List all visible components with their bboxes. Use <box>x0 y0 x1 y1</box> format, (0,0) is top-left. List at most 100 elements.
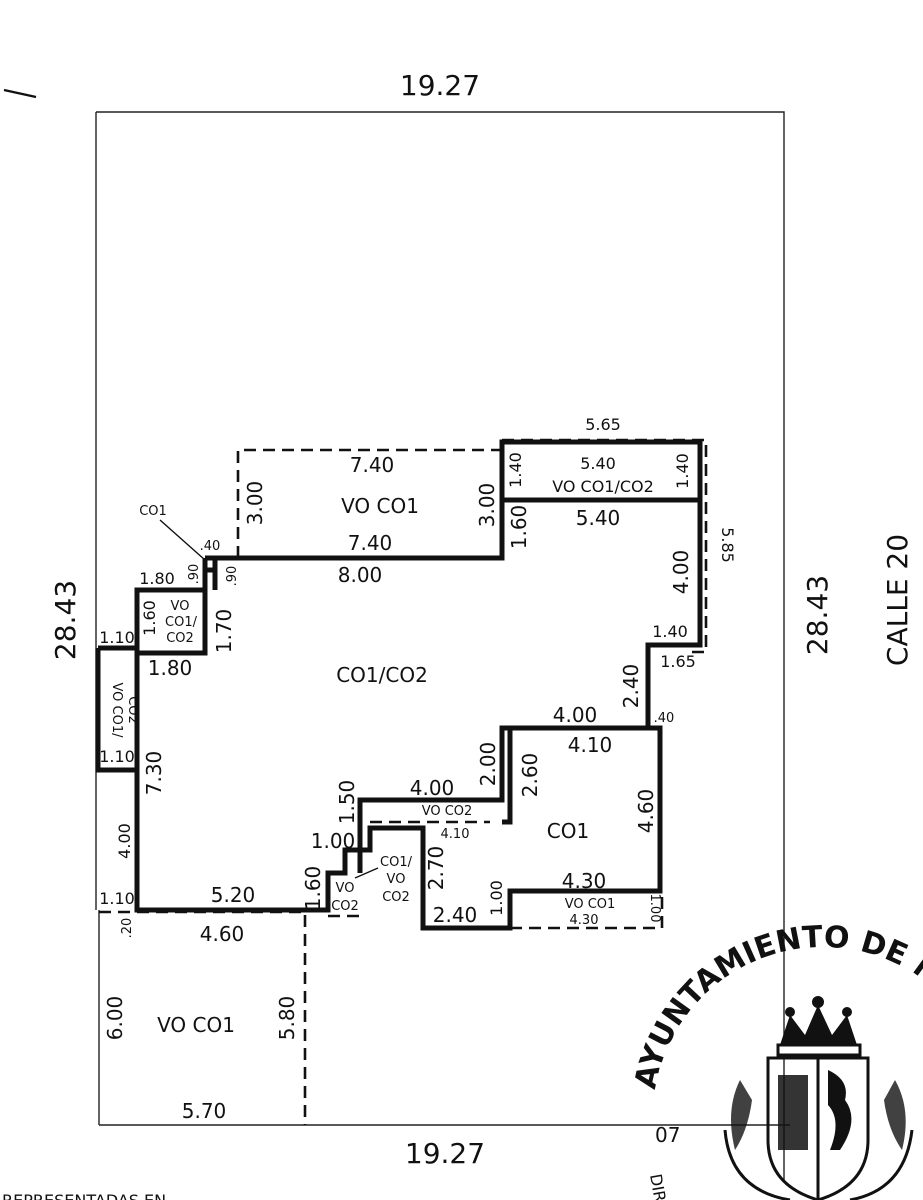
left-strip <box>95 648 137 773</box>
lot-bottom-dim: 19.27 <box>405 1137 485 1170</box>
lot-top-dim: 19.27 <box>400 69 480 102</box>
co1-left <box>502 728 513 825</box>
crown-jewel-2 <box>812 996 824 1008</box>
crown-jewel-3 <box>842 1007 852 1017</box>
dim-090-a: .90 <box>187 564 202 585</box>
stray-mark <box>3 88 37 99</box>
seal-ring-lower-left <box>723 1129 791 1200</box>
center-bottom-dashed <box>510 891 664 930</box>
dim-740-bottom: 7.40 <box>348 531 393 555</box>
dim-160-a: 1.60 <box>507 505 531 550</box>
seal-fragment-dir: DIR <box>646 1172 670 1200</box>
dim-140-b: 1.40 <box>673 453 692 489</box>
dim-110-b: 1.10 <box>99 747 135 766</box>
dim-400-d: 4.00 <box>115 823 134 859</box>
dim-460-b: 4.60 <box>200 922 245 946</box>
dim-180-a: 1.80 <box>139 569 175 588</box>
dim-100-a: 1.00 <box>311 829 356 853</box>
lion-icon <box>828 1070 852 1150</box>
laurel-right-icon <box>884 1080 906 1150</box>
dim-400-a: 4.00 <box>669 550 693 595</box>
zone-strip-vo-co2: VO CO2 <box>422 804 473 819</box>
dim-150: 1.50 <box>335 780 359 825</box>
right-roof-dashed <box>502 438 708 654</box>
zone-center-co2: CO2 <box>331 899 359 914</box>
dim-140-c: 1.40 <box>652 622 688 641</box>
dim-090-b: .90 <box>225 566 240 587</box>
zone-main: CO1/CO2 <box>336 663 428 687</box>
zone-co1-callout: CO1 <box>139 504 167 519</box>
zone-top-roof: VO CO1 <box>341 494 419 518</box>
dim-110-a: 1.10 <box>99 628 135 647</box>
dim-400-c: 4.00 <box>410 776 455 800</box>
zone-strip-vo-co1: VO CO1 <box>565 897 616 912</box>
dim-460: 4.60 <box>634 789 658 834</box>
zone-co1: CO1 <box>547 819 589 843</box>
dim-140-a: 1.40 <box>506 452 525 488</box>
dim-040-a: .40 <box>654 711 675 726</box>
seal-arc-text: AYUNTAMIENTO DE M <box>628 920 923 1092</box>
dim-110-c: 1.10 <box>99 889 135 908</box>
dim-240-b: 2.40 <box>433 903 478 927</box>
zone-center-vo: VO <box>336 881 355 896</box>
dim-200: 2.00 <box>476 742 500 787</box>
dim-160-c: 1.60 <box>140 600 159 636</box>
dim-740-top: 7.40 <box>350 453 395 477</box>
dim-240-a: 2.40 <box>619 664 643 709</box>
seal-fragment-07: 07 <box>655 1123 680 1147</box>
dim-730: 7.30 <box>142 751 166 796</box>
zone-bottom-left: VO CO1 <box>157 1013 235 1037</box>
zone-center-b1: CO1/ <box>380 855 413 870</box>
dim-100-c: 1.00 <box>647 894 662 923</box>
crown-icon <box>780 1005 857 1045</box>
dim-260: 2.60 <box>518 753 542 798</box>
zone-left-strip-b: CO2 <box>125 696 140 724</box>
dim-430-a: 4.30 <box>562 869 607 893</box>
crown-band <box>776 1043 862 1057</box>
dim-585: 5.85 <box>718 527 737 563</box>
zone-small-c: CO2 <box>166 631 194 646</box>
dim-020: .20 <box>120 918 135 939</box>
zone-small-a: VO <box>171 599 190 614</box>
zone-center-b3: CO2 <box>382 890 410 905</box>
dim-540-bottom: 5.40 <box>576 506 621 530</box>
dim-520: 5.20 <box>211 883 256 907</box>
dim-160-b: 1.60 <box>301 866 325 911</box>
zone-left-strip-a: VO CO1/ <box>109 683 124 739</box>
dim-300-a: 3.00 <box>243 481 267 526</box>
dim-800: 8.00 <box>338 563 383 587</box>
bottom-left-dashed <box>99 910 307 1125</box>
dim-040-b: .40 <box>200 539 221 554</box>
seal-ring-lower-right <box>849 1129 914 1200</box>
dim-100-b: 1.00 <box>487 880 506 916</box>
zone-center-b2: VO <box>387 872 406 887</box>
co1-leader <box>159 519 206 561</box>
street-label: CALLE 20 <box>881 534 914 666</box>
dim-430-b: 4.30 <box>570 913 599 928</box>
dim-270: 2.70 <box>424 846 448 891</box>
lot-left-dim: 28.43 <box>49 580 82 660</box>
dim-170: 1.70 <box>212 609 236 654</box>
inner-step <box>357 725 648 873</box>
crown-jewel-1 <box>785 1007 795 1017</box>
dim-565: 5.65 <box>585 415 621 434</box>
dim-410-b: 4.10 <box>441 827 470 842</box>
dim-580: 5.80 <box>275 996 299 1041</box>
zone-small-b: CO1/ <box>165 615 198 630</box>
dim-410-a: 4.10 <box>568 733 613 757</box>
dim-570: 5.70 <box>182 1099 227 1123</box>
dim-400-b: 4.00 <box>553 703 598 727</box>
dim-600: 6.00 <box>103 996 127 1041</box>
building-outline <box>134 439 703 931</box>
laurel-left-icon <box>731 1080 752 1150</box>
municipal-seal: AYUNTAMIENTO DE M 07 DIR <box>628 920 923 1200</box>
dim-165: 1.65 <box>660 652 696 671</box>
small-left-box <box>134 587 205 653</box>
castle-icon <box>778 1075 808 1150</box>
footer-text: REPRESENTADAS EN <box>2 1191 166 1200</box>
dim-540-top: 5.40 <box>580 454 616 473</box>
dim-300-b: 3.00 <box>475 483 499 528</box>
lot-boundary <box>96 111 785 1180</box>
dim-180-b: 1.80 <box>148 656 193 680</box>
